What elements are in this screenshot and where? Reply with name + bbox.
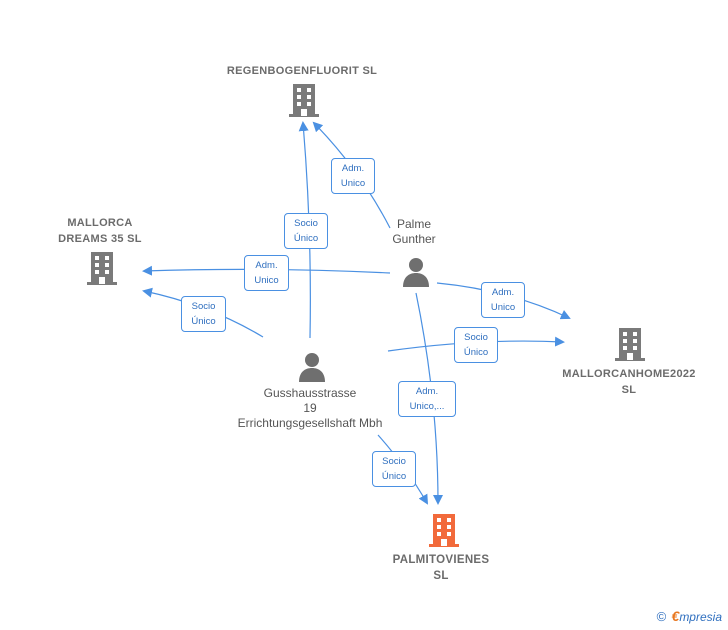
edge-label-gusshaus-mallorcanhome[interactable]: Socio Único — [454, 327, 498, 363]
node-palme-gunther-label[interactable]: Palme Gunther — [374, 217, 454, 247]
node-label-line: DREAMS 35 SL — [58, 233, 142, 245]
node-mallorcanhome-label[interactable]: MALLORCANHOME2022 SL — [554, 366, 704, 398]
node-label-line: SL — [433, 570, 449, 582]
node-label-line: PALMITOVIENES — [392, 554, 490, 566]
brand-initial: € — [671, 608, 680, 624]
building-icon[interactable] — [287, 82, 321, 118]
node-mallorca-dreams-label[interactable]: MALLORCA DREAMS 35 SL — [40, 215, 160, 247]
edge-label-palme-palmitovienes[interactable]: Adm. Unico,... — [398, 381, 456, 417]
node-label-line: 19 — [303, 401, 317, 415]
node-label-line: Gusshausstrasse — [263, 386, 357, 400]
edge-label-line: Único — [191, 316, 216, 327]
edge-label-line: Socio — [294, 218, 318, 229]
edge-label-line: Socio — [191, 301, 216, 312]
node-label-line: Errichtungsgesellshaft Mbh — [237, 416, 383, 430]
edge-label-gusshaus-mallorca-dreams[interactable]: Socio Único — [181, 296, 226, 332]
edge-label-line: Unico,... — [409, 401, 445, 412]
edge-label-line: Unico — [340, 178, 366, 189]
focus-building-icon[interactable] — [427, 512, 461, 548]
edge-label-palme-regenbogenfluorit[interactable]: Adm. Unico — [331, 158, 375, 194]
building-icon[interactable] — [613, 326, 647, 362]
edge-label-line: Adm. — [491, 287, 515, 298]
node-label-line: MALLORCA — [67, 217, 133, 229]
person-icon[interactable] — [297, 351, 327, 383]
node-regenbogenfluorit-label[interactable]: REGENBOGENFLUORIT SL — [212, 63, 392, 79]
brand-name: mpresia — [679, 610, 722, 624]
edge-label-gusshaus-regenbogenfluorit[interactable]: Socio Único — [284, 213, 328, 249]
edge-label-line: Unico — [254, 275, 279, 286]
edge-label-line: Adm. — [415, 386, 439, 397]
edge-label-line: Único — [293, 233, 319, 244]
edge-label-line: Único — [463, 347, 489, 358]
node-gusshausstrasse-label[interactable]: Gusshausstrasse 19 Errichtungsgesellshaf… — [210, 386, 410, 431]
edge-label-line: Socio — [382, 456, 406, 467]
node-label-line: REGENBOGENFLUORIT SL — [226, 65, 378, 77]
edge-label-line: Único — [381, 471, 407, 482]
copyright-symbol: © — [656, 609, 667, 624]
node-label-line: MALLORCANHOME2022 — [562, 368, 696, 380]
node-label-line: Palme — [396, 217, 431, 231]
edge-label-line: Unico — [490, 302, 516, 313]
node-label-line: Gunther — [392, 232, 436, 246]
node-palmitovienes-label[interactable]: PALMITOVIENES SL — [371, 552, 511, 584]
edge-label-line: Socio — [464, 332, 488, 343]
edge-label-gusshaus-palmitovienes[interactable]: Socio Único — [372, 451, 416, 487]
edge-label-palme-mallorca-dreams[interactable]: Adm. Unico — [244, 255, 289, 291]
edge-label-palme-mallorcanhome[interactable]: Adm. Unico — [481, 282, 525, 318]
empresia-watermark: © €mpresia — [657, 608, 722, 624]
person-icon[interactable] — [401, 256, 431, 288]
node-label-line: SL — [621, 384, 637, 396]
edge-label-line: Adm. — [255, 260, 278, 271]
building-icon[interactable] — [85, 250, 119, 286]
edge-label-line: Adm. — [341, 163, 365, 174]
